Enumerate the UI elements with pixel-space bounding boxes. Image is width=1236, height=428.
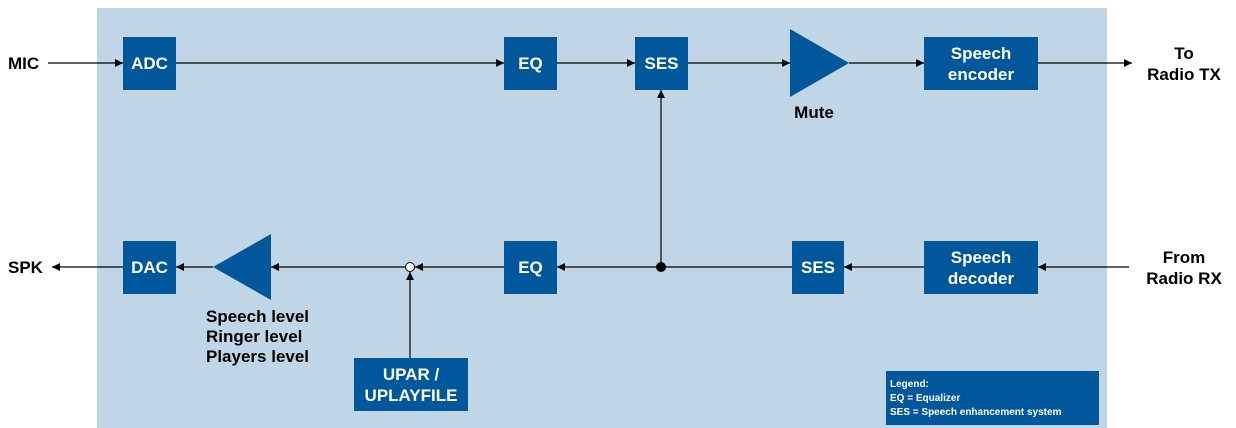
ringer-level-label: Ringer level — [206, 327, 302, 346]
tx-path-lines — [48, 59, 1132, 267]
ses-tx-label: SES — [644, 54, 678, 73]
dac-label: DAC — [131, 258, 168, 277]
upar-uplayfile-block: UPAR / UPLAYFILE — [354, 358, 468, 411]
upar-label-line2: UPLAYFILE — [365, 386, 458, 405]
speech-level-label: Speech level — [206, 307, 309, 326]
to-radio-tx-label-line1: To — [1174, 44, 1194, 63]
legend-item-eq: EQ = Equalizer — [890, 393, 960, 404]
junction-dot — [656, 262, 666, 272]
to-radio-tx-label-line2: Radio TX — [1147, 65, 1221, 84]
spk-label: SPK — [8, 258, 44, 277]
eq-rx-label: EQ — [518, 258, 543, 277]
speaker-gain-labels: Speech level Ringer level Players level — [206, 307, 309, 366]
upar-label-line1: UPAR / — [383, 365, 440, 384]
mute-label: Mute — [794, 103, 834, 122]
ses-tx-block: SES — [635, 37, 688, 90]
legend-box: Legend: EQ = Equalizer SES = Speech enha… — [886, 371, 1099, 425]
ses-rx-label: SES — [801, 258, 835, 277]
legend-item-ses: SES = Speech enhancement system — [890, 407, 1062, 418]
speech-encoder-label-line2: encoder — [948, 65, 1015, 84]
eq-tx-block: EQ — [504, 37, 557, 90]
rx-path-lines — [52, 263, 1129, 358]
adc-label: ADC — [131, 54, 168, 73]
speech-encoder-label-line1: Speech — [951, 44, 1011, 63]
speech-encoder-block: Speech encoder — [924, 37, 1038, 90]
summing-node — [405, 262, 415, 272]
speaker-gain-amplifier — [213, 234, 271, 300]
speech-decoder-label-line2: decoder — [948, 269, 1015, 288]
speech-decoder-block: Speech decoder — [924, 241, 1038, 294]
legend-title: Legend: — [890, 379, 929, 390]
eq-rx-block: EQ — [504, 241, 557, 294]
dac-block: DAC — [123, 241, 176, 294]
mic-label: MIC — [8, 54, 39, 73]
players-level-label: Players level — [206, 347, 309, 366]
from-radio-rx-label-line1: From — [1163, 248, 1206, 267]
ses-rx-block: SES — [792, 241, 844, 294]
adc-block: ADC — [123, 37, 176, 90]
from-radio-rx-label-line2: Radio RX — [1146, 269, 1222, 288]
mute-amplifier: Mute — [790, 29, 849, 122]
speech-decoder-label-line1: Speech — [951, 248, 1011, 267]
eq-tx-label: EQ — [518, 54, 543, 73]
